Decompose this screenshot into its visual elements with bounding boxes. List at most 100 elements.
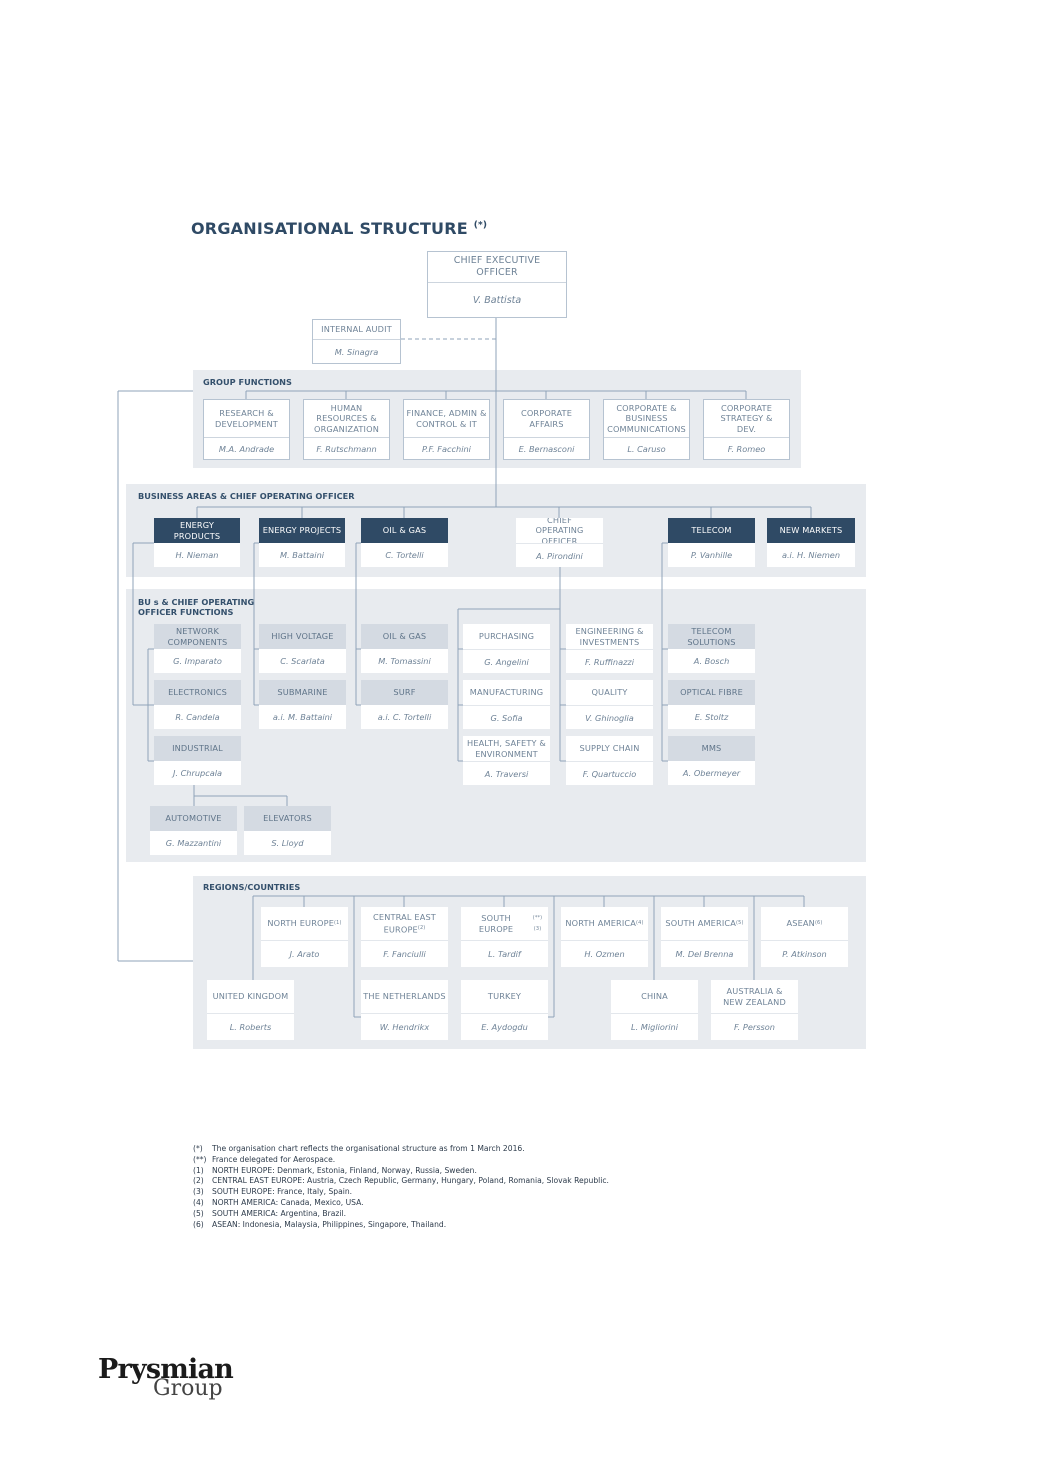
region-footnote-mark: (5) [736, 920, 744, 927]
bu-function-name: G. Mazzantini [165, 838, 222, 848]
business-area-box: CHIEF OPERATING OFFICER A. Pirondini [516, 518, 603, 567]
bu-function-name: C. Scarlata [280, 656, 325, 666]
group-function-name: E. Bernasconi [504, 437, 589, 459]
bu-function-box: TELECOM SOLUTIONS A. Bosch [668, 624, 755, 673]
business-area-box: NEW MARKETS a.i. H. Niemen [767, 518, 855, 567]
bu-function-title: ELEVATORS [244, 806, 331, 831]
region-name: J. Arato [261, 940, 348, 967]
coo-function-box: QUALITY V. Ghinoglia [566, 680, 653, 729]
footnote-text: ASEAN: Indonesia, Malaysia, Philippines,… [212, 1219, 447, 1229]
footnote-text: NORTH EUROPE: Denmark, Estonia, Finland,… [212, 1165, 477, 1175]
business-area-name: A. Pirondini [516, 543, 603, 567]
page-title: ORGANISATIONAL STRUCTURE (*) [191, 219, 487, 238]
region-box: CHINA L. Migliorini [611, 980, 698, 1040]
group-function-name: F. Romeo [704, 437, 789, 459]
bu-function-box: MMS A. Obermeyer [668, 736, 755, 785]
coo-function-title: PURCHASING [463, 624, 550, 649]
footnotes: (*) The organisation chart reflects the o… [193, 1144, 609, 1230]
business-area-title: ENERGY PROJECTS [259, 518, 345, 543]
bu-function-title: OPTICAL FIBRE [668, 680, 755, 705]
bu-function-box: AUTOMOTIVE G. Mazzantini [150, 806, 237, 855]
region-name: L. Roberts [207, 1013, 294, 1040]
region-name: E. Aydogdu [461, 1013, 548, 1040]
bu-function-name: M. Tomassini [378, 656, 431, 666]
business-area-box: ENERGY PRODUCTS H. Nieman [154, 518, 240, 567]
group-function-title: CORPORATE & BUSINESS COMMUNICATIONS [604, 400, 689, 437]
bu-function-box: OPTICAL FIBRE E. Stoltz [668, 680, 755, 729]
coo-function-title: SUPPLY CHAIN [566, 736, 653, 761]
bu-function-box: NETWORK COMPONENTS G. Imparato [154, 624, 241, 673]
footnote-mark: (**) [193, 1154, 207, 1164]
region-title: SOUTH EUROPE(**)(3) [461, 907, 548, 940]
coo-function-name: F. Quartuccio [566, 761, 653, 785]
coo-function-name: F. Ruffinazzi [566, 649, 653, 673]
logo-line-1: Prysmian [98, 1354, 234, 1385]
footnote-mark: (3) [193, 1187, 204, 1197]
region-box: NORTH EUROPE(1) J. Arato [261, 907, 348, 967]
region-title-text: CENTRAL EAST EUROPE [373, 912, 436, 935]
region-box: CENTRAL EAST EUROPE(2) F. Fanciulli [361, 907, 448, 967]
coo-function-box: HEALTH, SAFETY & ENVIRONMENT A. Traversi [463, 736, 550, 785]
region-title: ASEAN(6) [761, 907, 848, 940]
region-box: UNITED KINGDOM L. Roberts [207, 980, 294, 1040]
business-area-name: C. Tortelli [385, 550, 424, 560]
group-function-title: HUMAN RESOURCES & ORGANIZATION [304, 400, 389, 437]
business-area-title: TELECOM [668, 518, 755, 543]
internal-audit-name: M. Sinagra [313, 339, 400, 363]
prysmian-group-logo: Prysmian Group [98, 1354, 234, 1401]
group-functions-label: GROUP FUNCTIONS [203, 377, 292, 387]
footnote: (**) France delegated for Aerospace. [193, 1155, 609, 1166]
group-function-box: CORPORATE AFFAIRS E. Bernasconi [503, 399, 590, 460]
footnote: (2)CENTRAL EAST EUROPE: Austria, Czech R… [193, 1176, 609, 1187]
page-title-text: ORGANISATIONAL STRUCTURE [191, 219, 468, 238]
group-function-box: RESEARCH & DEVELOPMENT M.A. Andrade [203, 399, 290, 460]
bu-function-title: MMS [668, 736, 755, 761]
coo-function-title: HEALTH, SAFETY & ENVIRONMENT [463, 736, 550, 761]
footnote-text: France delegated for Aerospace. [212, 1154, 336, 1164]
footnote: (5) SOUTH AMERICA: Argentina, Brazil. [193, 1209, 609, 1220]
bu-function-title: ELECTRONICS [154, 680, 241, 705]
footnote: (*) The organisation chart reflects the o… [193, 1144, 609, 1155]
bu-function-name: a.i. C. Tortelli [377, 712, 432, 722]
group-function-name: P.F. Facchini [404, 437, 489, 459]
footnote-mark: (5) [193, 1208, 204, 1218]
group-function-name: L. Caruso [604, 437, 689, 459]
bu-function-title: INDUSTRIAL [154, 736, 241, 761]
bu-function-title: SURF [361, 680, 448, 705]
footnote-text: The organisation chart reflects the orga… [212, 1144, 525, 1153]
business-area-name: M. Battaini [279, 550, 325, 560]
footnote-mark: (6) [193, 1219, 204, 1229]
footnote-text: NORTH AMERICA: Canada, Mexico, USA. [212, 1197, 364, 1207]
region-box: NORTH AMERICA(4) H. Ozmen [561, 907, 648, 967]
region-title: SOUTH AMERICA(5) [661, 907, 748, 940]
region-box: TURKEY E. Aydogdu [461, 980, 548, 1040]
region-title: TURKEY [461, 980, 548, 1013]
group-function-box: CORPORATE STRATEGY & DEV. F. Romeo [703, 399, 790, 460]
footnote: (4) NORTH AMERICA: Canada, Mexico, USA. [193, 1198, 609, 1209]
region-name: F. Persson [711, 1013, 798, 1040]
footnote-text: SOUTH AMERICA: Argentina, Brazil. [212, 1208, 346, 1218]
footnote: (3) SOUTH EUROPE: France, Italy, Spain. [193, 1187, 609, 1198]
footnote-text: SOUTH EUROPE: France, Italy, Spain. [212, 1187, 353, 1197]
footnote-mark: (2) [193, 1176, 204, 1186]
region-box: SOUTH EUROPE(**)(3) L. Tardif [461, 907, 548, 967]
group-functions-panel [193, 370, 801, 468]
business-area-title: ENERGY PRODUCTS [154, 518, 240, 543]
business-area-title: CHIEF OPERATING OFFICER [516, 518, 603, 546]
footnote: (1)NORTH EUROPE: Denmark, Estonia, Finla… [193, 1166, 609, 1177]
region-name: L. Migliorini [611, 1013, 698, 1040]
bu-function-name: G. Imparato [173, 656, 222, 666]
business-area-title: OIL & GAS [361, 518, 448, 543]
region-footnote-mark: (2) [417, 924, 426, 931]
region-box: SOUTH AMERICA(5) M. Del Brenna [661, 907, 748, 967]
business-area-box: ENERGY PROJECTS M. Battaini [259, 518, 345, 567]
coo-function-box: PURCHASING G. Angelini [463, 624, 550, 673]
footnote-mark: (*) [193, 1144, 203, 1153]
footnote-mark: (4) [193, 1197, 204, 1207]
bu-function-box: OIL & GAS M. Tomassini [361, 624, 448, 673]
business-area-box: TELECOM P. Vanhille [668, 518, 755, 567]
bu-function-box: SURF a.i. C. Tortelli [361, 680, 448, 729]
bu-function-name: a.i. M. Battaini [272, 712, 333, 722]
region-name: M. Del Brenna [661, 940, 748, 967]
